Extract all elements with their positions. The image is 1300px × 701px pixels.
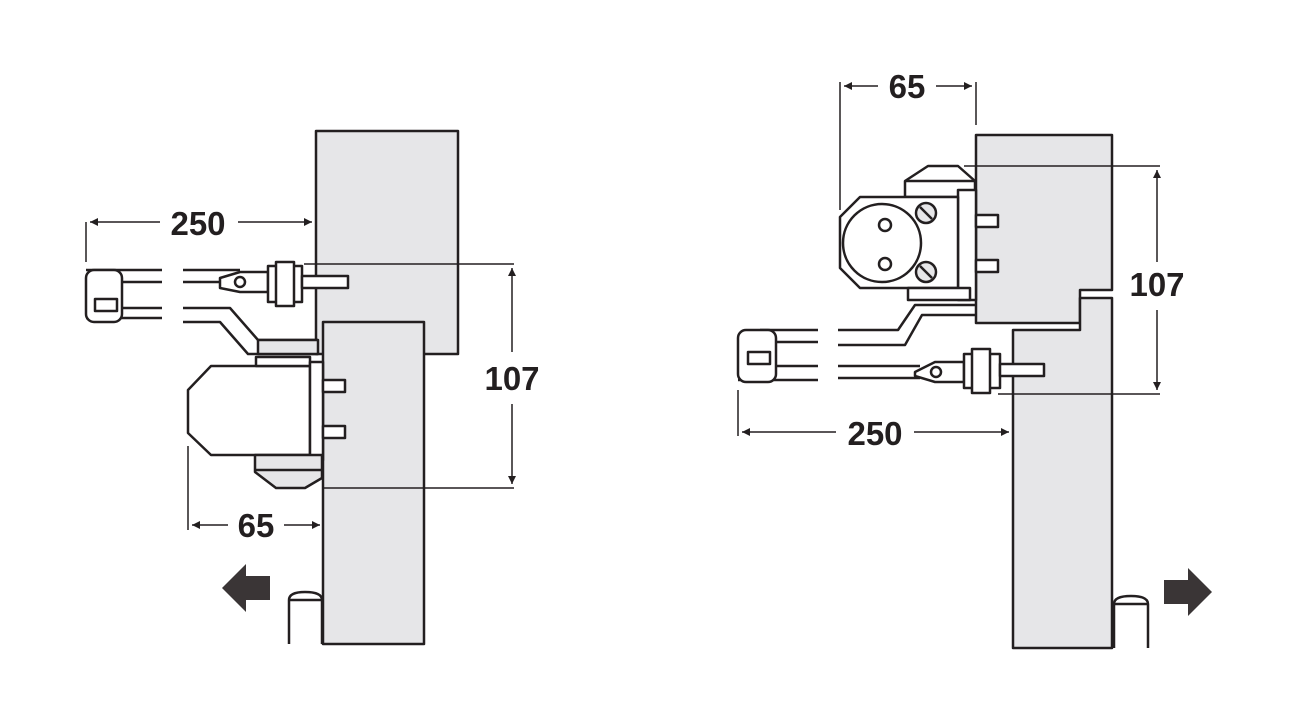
left-closer-body xyxy=(186,364,312,457)
left-dimensions xyxy=(85,218,516,530)
arrow-right-icon xyxy=(1164,568,1212,616)
left-height-label: 107 xyxy=(484,360,539,397)
left-closer-valve xyxy=(253,453,324,490)
left-frame-block xyxy=(314,129,460,356)
left-arm-length-label: 250 xyxy=(170,205,225,242)
right-hinge-pin xyxy=(1112,594,1150,648)
right-frame-block xyxy=(974,133,1114,325)
left-door-leaf xyxy=(321,320,426,646)
right-height-label: 107 xyxy=(1129,266,1184,303)
right-door-leaf xyxy=(1011,296,1114,650)
right-arm-upper xyxy=(738,303,975,347)
right-closer-cap xyxy=(841,202,923,284)
left-depth-label: 65 xyxy=(238,507,275,544)
right-arm-length-label: 250 xyxy=(847,415,902,452)
right-installation xyxy=(736,133,1150,650)
left-arm-lower xyxy=(86,306,318,356)
right-dimensions xyxy=(737,82,1161,436)
left-installation xyxy=(84,129,460,646)
left-arm-upper xyxy=(86,268,240,284)
right-depth-label: 65 xyxy=(889,68,926,105)
right-arm-lower xyxy=(738,364,920,382)
left-hinge-pin xyxy=(287,590,324,644)
arrow-left-icon xyxy=(222,564,270,612)
